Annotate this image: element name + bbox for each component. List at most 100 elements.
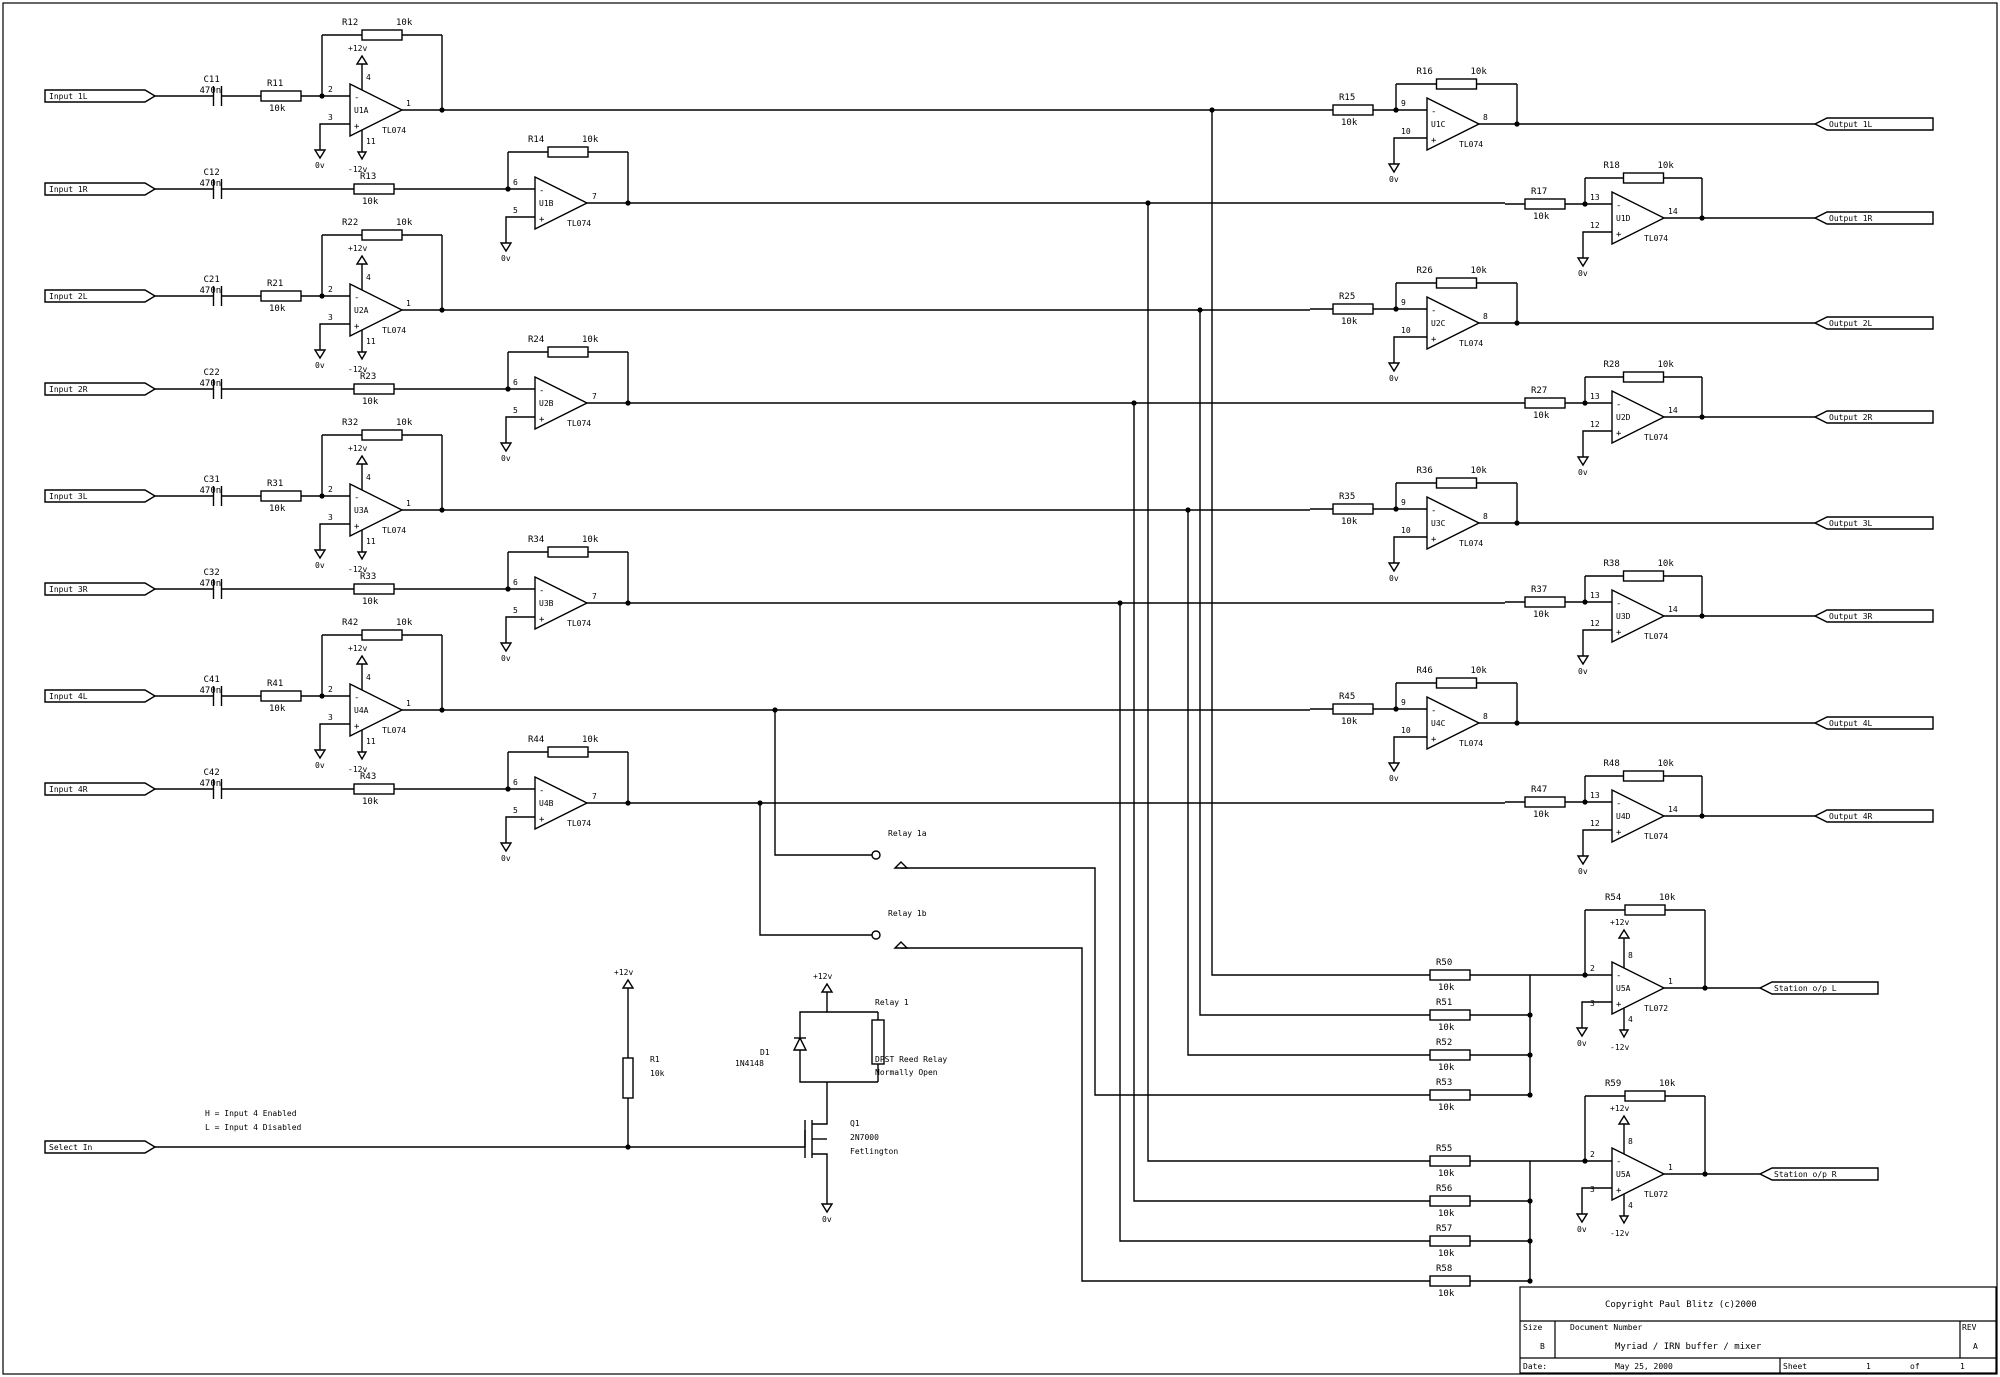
relay-desc: DPST Reed Relay: [875, 1055, 947, 1064]
junction-dot: [625, 600, 631, 606]
port-label: Output 1L: [1829, 120, 1873, 129]
junction-dot: [1702, 1171, 1708, 1177]
fet-ref: Q1: [850, 1119, 860, 1128]
opamp-noninverting-mark: +: [1616, 230, 1622, 240]
opamp-inverting-mark: -: [1616, 799, 1621, 809]
resistor-value: 10k: [1438, 1289, 1455, 1299]
junction-dot: [319, 493, 325, 499]
input-port: [44, 1140, 157, 1154]
ground-icon: [313, 149, 327, 160]
supply-label: +12v: [348, 44, 367, 53]
junction-dot: [1699, 613, 1705, 619]
resistor-ref: R25: [1339, 292, 1355, 302]
port-label: Output 3L: [1829, 519, 1873, 528]
junction-dot: [439, 107, 445, 113]
wire: [812, 1082, 828, 1125]
size-value: B: [1540, 1342, 1545, 1351]
resistor-value: 10k: [582, 335, 599, 345]
opamp-symbol: [534, 775, 589, 831]
resistor-value: 10k: [396, 18, 413, 28]
capacitor-value: 470n: [200, 179, 222, 189]
opamp-symbol: [1611, 588, 1666, 644]
date-label: Date:: [1523, 1362, 1547, 1371]
resistor: [1622, 570, 1665, 582]
resistor-ref: R12: [342, 18, 358, 28]
resistor-ref: R55: [1436, 1144, 1452, 1154]
of-label: of: [1910, 1362, 1920, 1371]
ground-icon: [1387, 762, 1401, 773]
pin-number: 4: [366, 473, 371, 482]
resistor: [1624, 904, 1666, 916]
junction-dot: [1582, 972, 1588, 978]
junction-dot: [439, 507, 445, 513]
ground-label: 0v: [1578, 269, 1588, 278]
junction-dot: [1582, 400, 1588, 406]
supply-label: +12v: [813, 972, 832, 981]
port-label: Output 3R: [1829, 612, 1873, 621]
junction-dot: [757, 800, 763, 806]
resistor-ref: R47: [1531, 785, 1547, 795]
resistor-ref: R15: [1339, 93, 1355, 103]
opamp-noninverting-mark: +: [539, 215, 545, 225]
ground-label: 0v: [501, 654, 511, 663]
opamp-noninverting-mark: +: [539, 615, 545, 625]
resistor-ref: R21: [267, 279, 283, 289]
wire: [1147, 203, 1400, 1162]
output-port: [1813, 716, 1934, 730]
wire: [901, 867, 1400, 1096]
resistor-ref: R59: [1605, 1079, 1621, 1089]
resistor-ref: R16: [1417, 67, 1433, 77]
resistor-value: 10k: [1438, 1023, 1455, 1033]
opamp-noninverting-mark: +: [354, 122, 360, 132]
pin-number: 7: [592, 392, 597, 401]
supply-arrow-icon: [356, 351, 368, 361]
input-port: [44, 582, 157, 596]
doc-number-label: Document Number: [1570, 1323, 1642, 1332]
opamp-ref: U3A: [354, 506, 369, 515]
opamp-ref: U4D: [1616, 812, 1631, 821]
ground-label: 0v: [1577, 1225, 1587, 1234]
wire: [505, 416, 535, 429]
pin-number: 13: [1590, 392, 1600, 401]
resistor-value: 10k: [269, 304, 286, 314]
pin-number: 1: [406, 699, 411, 708]
port-label: Output 2R: [1829, 413, 1873, 422]
pin-number: 10: [1401, 127, 1411, 136]
ground-icon: [820, 1203, 834, 1214]
opamp-ref: U5A: [1616, 1170, 1631, 1179]
resistor: [1332, 703, 1374, 715]
wire: [1582, 430, 1612, 443]
resistor-ref: R34: [528, 535, 544, 545]
resistor-ref: R48: [1604, 759, 1620, 769]
opamp-inverting-mark: -: [1616, 599, 1621, 609]
resistor-ref: R35: [1339, 492, 1355, 502]
opamp-part: TL074: [567, 419, 591, 428]
port-label: Input 3R: [49, 585, 88, 594]
opamp-inverting-mark: -: [539, 186, 544, 196]
resistor: [1624, 1090, 1666, 1102]
opamp-symbol: [349, 482, 404, 538]
junction-dot: [1209, 107, 1215, 113]
supply-label: +12v: [1610, 1104, 1629, 1113]
capacitor-ref: C42: [204, 768, 220, 778]
port-label: Input 2R: [49, 385, 88, 394]
wire: [1119, 603, 1400, 1242]
resistor: [1332, 104, 1374, 116]
resistor-value: 10k: [362, 597, 379, 607]
opamp-part: TL072: [1644, 1190, 1668, 1199]
resistor: [547, 746, 589, 758]
supply-arrow-icon: [356, 151, 368, 161]
wire: [1393, 536, 1427, 549]
resistor-value: 10k: [1438, 1103, 1455, 1113]
wire: [812, 1153, 828, 1190]
output-port: [1813, 410, 1934, 424]
resistor: [1429, 1155, 1471, 1167]
supply-arrow-icon: [1618, 1029, 1630, 1039]
ground-icon: [1387, 362, 1401, 373]
output-port: [1758, 981, 1879, 995]
resistor-value: 10k: [1471, 466, 1488, 476]
pin-number: 5: [513, 206, 518, 215]
pin-number: 6: [513, 778, 518, 787]
resistor: [1622, 371, 1665, 383]
resistor-value: 10k: [396, 618, 413, 628]
